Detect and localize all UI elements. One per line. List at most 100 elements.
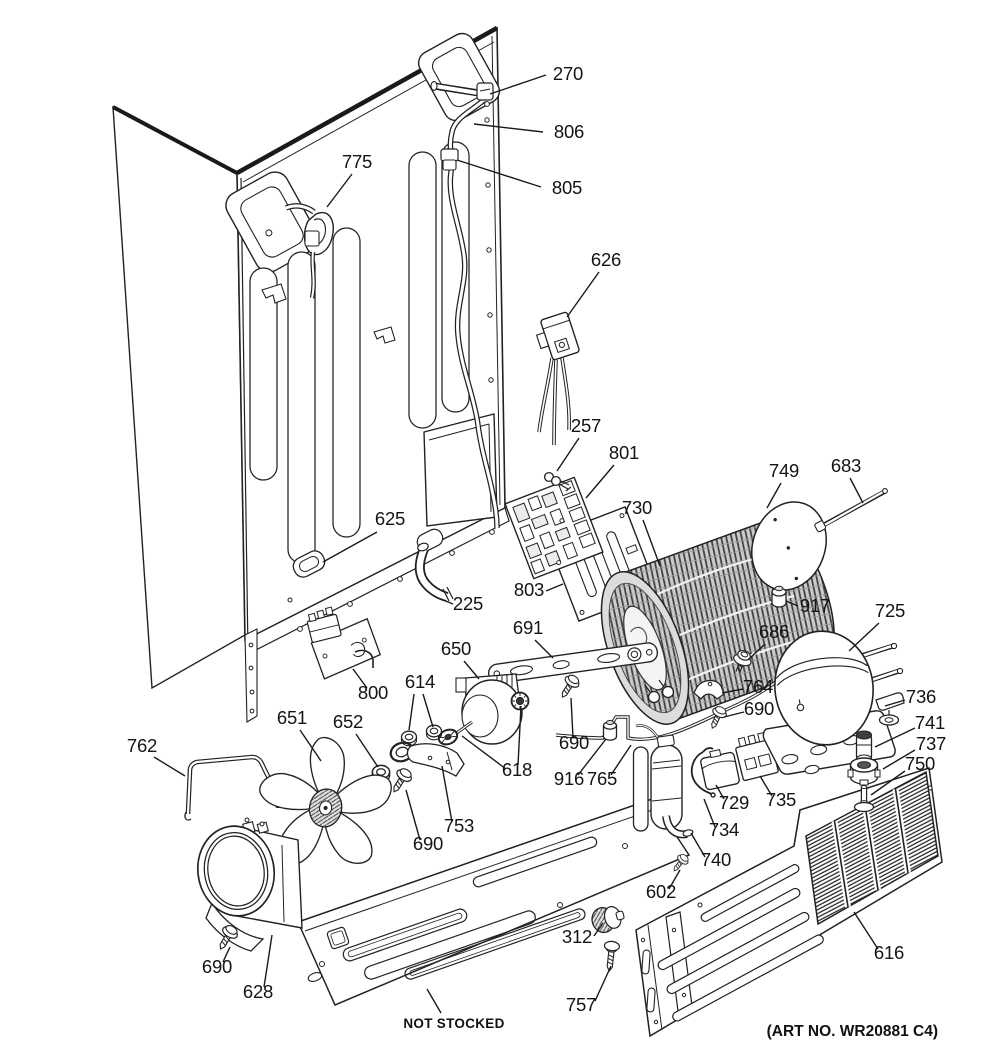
leader-line — [785, 600, 799, 607]
leader-line — [456, 159, 542, 188]
part-label-225: 225 — [453, 593, 483, 614]
part-label-626: 626 — [591, 249, 621, 270]
part-label-625: 625 — [375, 508, 405, 529]
leader-line — [545, 583, 564, 592]
part-label-734: 734 — [709, 819, 739, 840]
leader-line — [570, 697, 574, 739]
part-label-628: 628 — [243, 981, 273, 1002]
part-label-765: 765 — [587, 768, 617, 789]
part-label-737: 737 — [916, 733, 946, 754]
part-label-650: 650 — [441, 638, 471, 659]
leader-line — [884, 699, 906, 707]
leader-line — [715, 784, 725, 800]
part-label-729: 729 — [719, 792, 749, 813]
leader-line — [352, 668, 368, 689]
part-label-775: 775 — [342, 151, 372, 172]
part-label-803: 803 — [514, 579, 544, 600]
leader-line — [853, 911, 879, 950]
access-panel-616 — [625, 767, 943, 1038]
leader-line — [489, 74, 547, 95]
part-label-690: 690 — [413, 833, 443, 854]
fan-assembly — [184, 736, 392, 954]
part-label-683: 683 — [831, 455, 861, 476]
leader-line — [355, 733, 379, 768]
part-label-602: 602 — [646, 881, 676, 902]
leader-line — [577, 738, 607, 776]
leader-line — [263, 934, 273, 988]
leader-line — [690, 832, 706, 858]
leader-line — [463, 660, 480, 680]
part-label-801: 801 — [609, 442, 639, 463]
leader-line — [882, 749, 916, 770]
leader-line — [848, 622, 880, 652]
part-label-651: 651 — [277, 707, 307, 728]
grommet-917 — [771, 585, 787, 608]
bracket-800 — [306, 606, 382, 680]
part-label-614: 614 — [405, 671, 435, 692]
part-label-270: 270 — [553, 63, 583, 84]
leader-line — [461, 735, 507, 770]
part-label-736: 736 — [906, 686, 936, 707]
compressor-cluster — [555, 630, 905, 839]
switch-626 — [535, 311, 580, 446]
leader-line — [566, 271, 600, 318]
leader-line — [222, 946, 231, 963]
control-board-801 — [504, 476, 604, 580]
tie-rod-683 — [814, 488, 888, 533]
part-label-806: 806 — [554, 121, 584, 142]
leader-line — [405, 789, 421, 841]
part-label-690: 690 — [202, 956, 232, 977]
leader-line — [585, 464, 615, 499]
leader-line — [610, 744, 632, 776]
leader-lines — [153, 74, 916, 1014]
part-label-690: 690 — [559, 732, 589, 753]
leader-line — [408, 693, 415, 731]
fan-disc-749 — [751, 501, 827, 591]
leader-line — [440, 598, 454, 605]
part-label-690: 690 — [744, 698, 774, 719]
part-label-735: 735 — [766, 789, 796, 810]
part-label-750: 750 — [905, 753, 935, 774]
leader-line — [849, 477, 864, 504]
leader-line — [668, 869, 681, 890]
part-label-757: 757 — [566, 994, 596, 1015]
clip-257 — [543, 471, 572, 492]
part-label-652: 652 — [333, 711, 363, 732]
leader-line — [642, 519, 661, 567]
leader-line — [517, 705, 522, 766]
part-label-764: 764 — [743, 676, 773, 697]
part-label-740: 740 — [701, 849, 731, 870]
part-label-257: 257 — [571, 415, 601, 436]
fan-motor-cluster — [371, 642, 659, 797]
part-label-691: 691 — [513, 617, 543, 638]
part-label-805: 805 — [552, 177, 582, 198]
part-label-686: 686 — [759, 621, 789, 642]
part-label-749: 749 — [769, 460, 799, 481]
leader-line — [759, 775, 773, 797]
part-label-800: 800 — [358, 682, 388, 703]
leader-line — [766, 482, 782, 509]
leader-line — [473, 123, 544, 133]
part-label-741: 741 — [915, 712, 945, 733]
part-label-725: 725 — [875, 600, 905, 621]
art-number: (ART NO. WR20881 C4) — [767, 1023, 938, 1040]
part-label-762: 762 — [127, 735, 157, 756]
leader-line — [426, 988, 442, 1014]
leader-line — [534, 639, 554, 659]
leader-line — [299, 729, 322, 762]
leader-line — [441, 765, 453, 823]
part-label-917: 917 — [800, 595, 830, 616]
part-label-916: 916 — [554, 768, 584, 789]
leader-line — [723, 711, 745, 718]
leader-line — [556, 437, 580, 472]
leader-line — [153, 756, 186, 777]
leader-line — [721, 688, 744, 694]
leader-line — [870, 770, 906, 796]
panel-features — [225, 32, 501, 602]
part-label-618: 618 — [502, 759, 532, 780]
part-label-616: 616 — [874, 942, 904, 963]
base-pan — [296, 798, 691, 1006]
